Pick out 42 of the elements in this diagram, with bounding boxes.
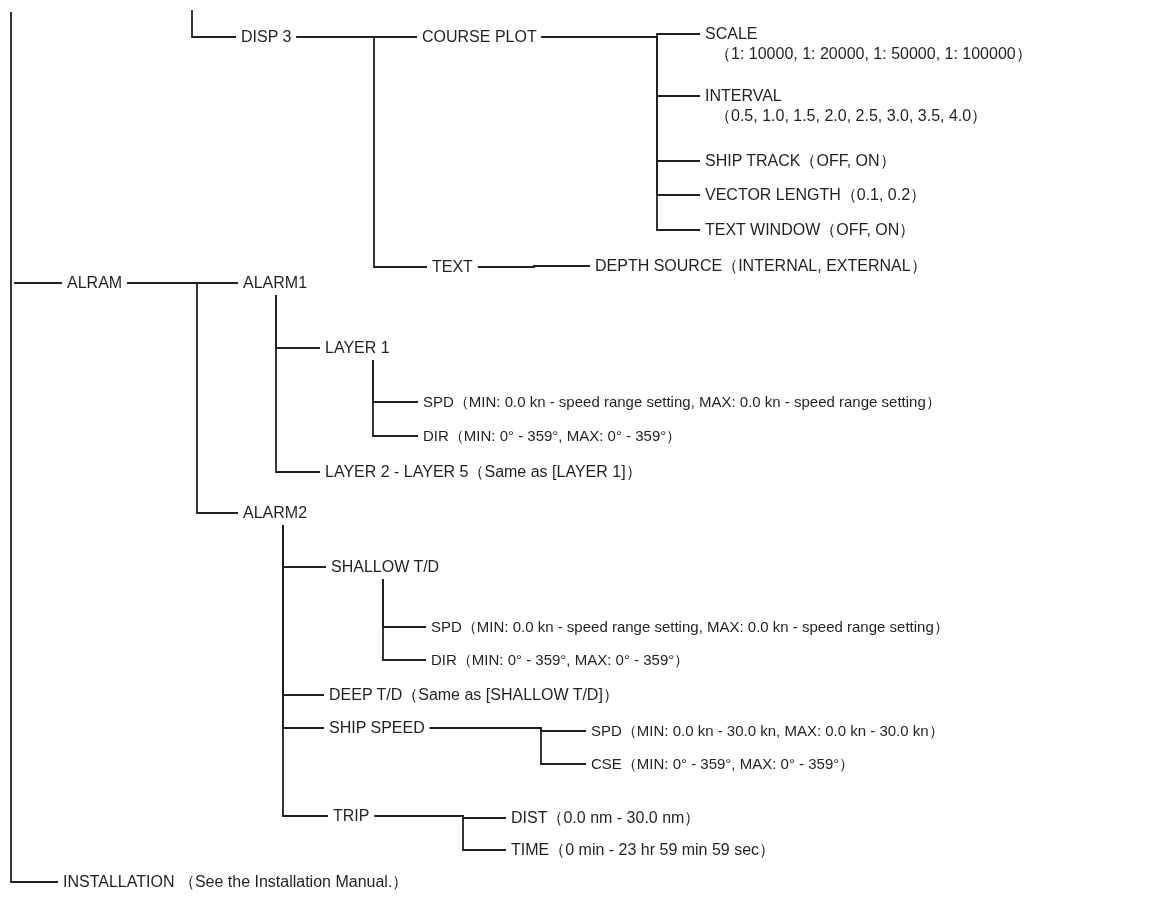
menu-item: VECTOR LENGTH（0.1, 0.2） bbox=[700, 183, 932, 207]
connector-line bbox=[372, 359, 419, 437]
menu-item: SPD（MIN: 0.0 kn - speed range setting, MAX: 0.0 kn - speed range setting） bbox=[418, 390, 946, 414]
connector-line bbox=[477, 265, 591, 268]
menu-item: TEXT WINDOW（OFF, ON） bbox=[700, 218, 921, 242]
menu-item: TEXT bbox=[427, 255, 478, 279]
connector-line bbox=[282, 524, 329, 817]
menu-item: ALARM1 bbox=[238, 271, 313, 295]
menu-item: SPD（MIN: 0.0 kn - 30.0 kn, MAX: 0.0 kn - 30.0 kn） bbox=[586, 719, 949, 743]
menu-item: SHALLOW T/D bbox=[326, 555, 445, 579]
connector-line bbox=[540, 36, 701, 231]
connector-line bbox=[373, 815, 507, 851]
connector-line bbox=[275, 294, 321, 473]
menu-item: DISP 3 bbox=[236, 25, 297, 49]
connector-line bbox=[382, 578, 427, 661]
menu-item: DIR（MIN: 0° - 359°, MAX: 0° - 359°） bbox=[418, 424, 687, 448]
menu-item: LAYER 1 bbox=[320, 336, 395, 360]
menu-item: DEPTH SOURCE（INTERNAL, EXTERNAL） bbox=[590, 254, 932, 278]
menu-item: ALRAM bbox=[62, 271, 128, 295]
menu-item: CSE（MIN: 0° - 359°, MAX: 0° - 359°） bbox=[586, 752, 860, 776]
connector-line bbox=[13, 282, 63, 284]
menu-item: INTERVAL bbox=[705, 86, 783, 106]
menu-item: DIST（0.0 nm - 30.0 nm） bbox=[506, 806, 706, 830]
menu-item: LAYER 2 - LAYER 5（Same as [LAYER 1]） bbox=[320, 460, 647, 484]
menu-item: TIME（0 min - 23 hr 59 min 59 sec） bbox=[506, 838, 781, 862]
option-values: （0.5, 1.0, 1.5, 2.0, 2.5, 3.0, 3.5, 4.0） bbox=[715, 106, 988, 126]
menu-item: DEEP T/D（Same as [SHALLOW T/D]） bbox=[324, 683, 624, 707]
menu-item: SHIP SPEED bbox=[324, 716, 430, 740]
option-values: （1: 10000, 1: 20000, 1: 50000, 1: 100000） bbox=[715, 44, 1032, 64]
connector-line bbox=[191, 9, 237, 38]
connector-line bbox=[295, 36, 428, 268]
connector-line bbox=[126, 282, 239, 514]
menu-item: COURSE PLOT bbox=[417, 25, 542, 49]
menu-item: SCALE bbox=[705, 24, 759, 44]
menu-item: SHIP TRACK（OFF, ON） bbox=[700, 149, 901, 173]
menu-item: ALARM2 bbox=[238, 501, 313, 525]
menu-item: TRIP bbox=[328, 804, 375, 828]
menu-item: SPD（MIN: 0.0 kn - speed range setting, MAX: 0.0 kn - speed range setting） bbox=[426, 615, 954, 639]
menu-item: INSTALLATION （See the Installation Manual.） bbox=[58, 870, 414, 894]
connector-line bbox=[428, 727, 587, 765]
menu-item: DIR（MIN: 0° - 359°, MAX: 0° - 359°） bbox=[426, 648, 695, 672]
connector-line bbox=[10, 11, 59, 883]
